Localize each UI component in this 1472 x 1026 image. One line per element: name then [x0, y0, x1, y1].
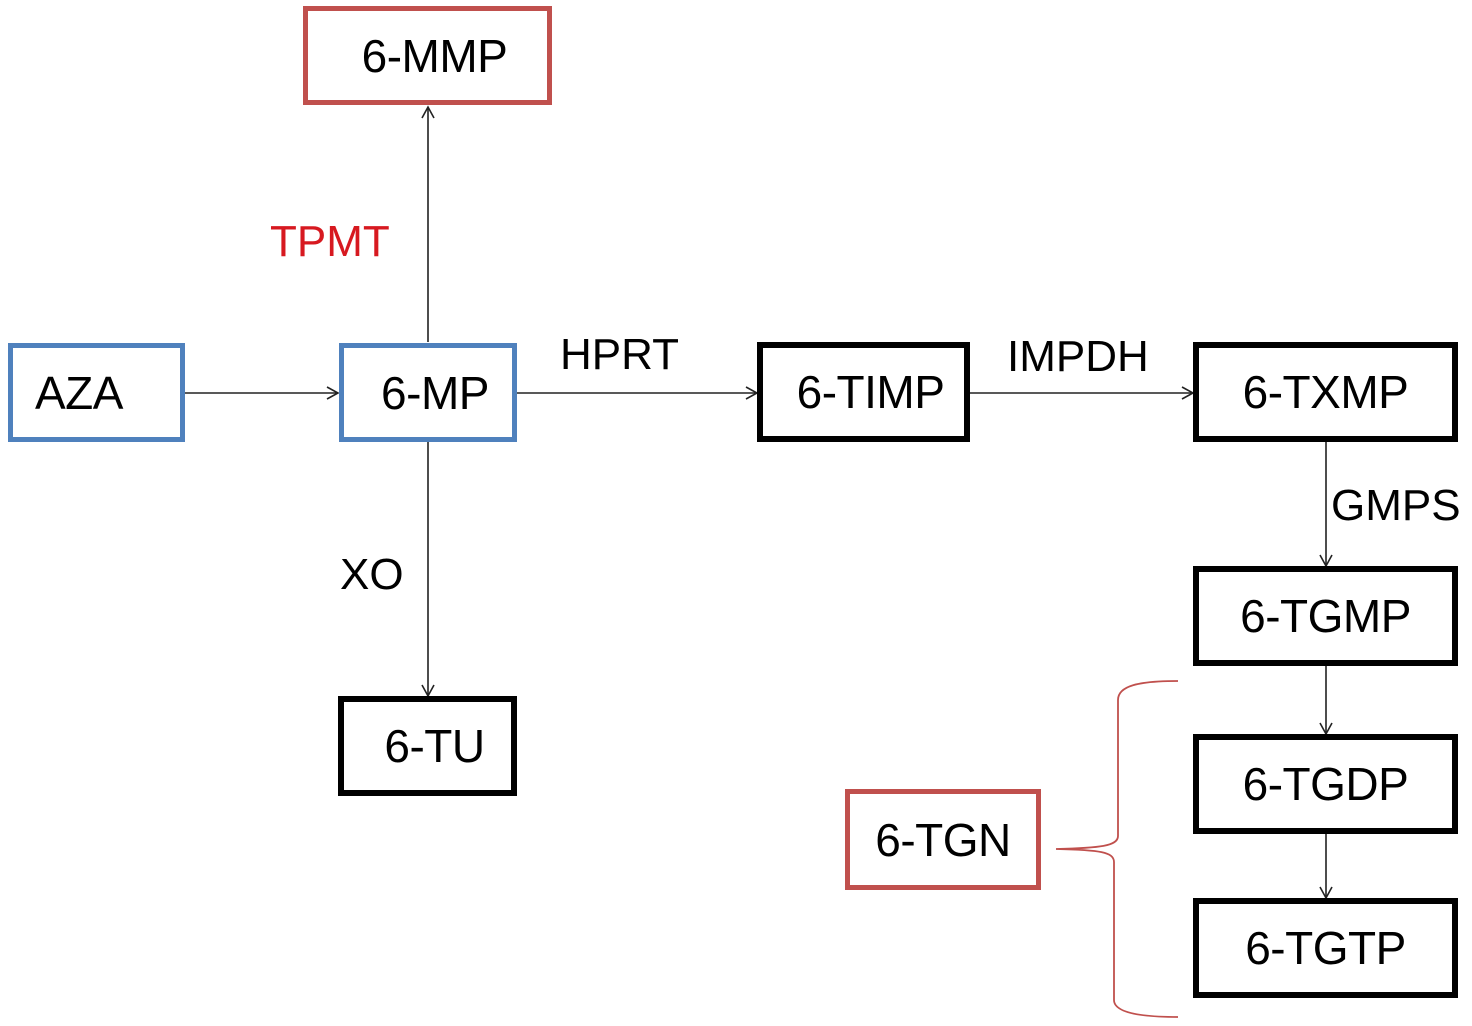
enzyme-label-impdh: IMPDH: [1007, 332, 1149, 381]
node-6-tgdp: 6-TGDP: [1193, 734, 1458, 834]
node-6-timp: 6-TIMP: [757, 342, 970, 442]
node-6-mp: 6-MP: [339, 343, 517, 442]
tgn-group-bracket: [1055, 680, 1179, 1018]
enzyme-label-hprt: HPRT: [560, 330, 679, 379]
node-6-tu: 6-TU: [338, 696, 517, 796]
node-6-tgtp: 6-TGTP: [1193, 898, 1458, 998]
node-6-mmp: 6-MMP: [303, 6, 552, 105]
node-6-tgn: 6-TGN: [845, 789, 1041, 890]
enzyme-label-tpmt: TPMT: [270, 217, 390, 266]
enzyme-label-xo: XO: [340, 550, 404, 599]
node-6-tgmp: 6-TGMP: [1193, 566, 1458, 666]
enzyme-label-gmps: GMPS: [1331, 481, 1461, 530]
node-aza: AZA: [8, 343, 185, 442]
node-6-txmp: 6-TXMP: [1193, 342, 1458, 442]
